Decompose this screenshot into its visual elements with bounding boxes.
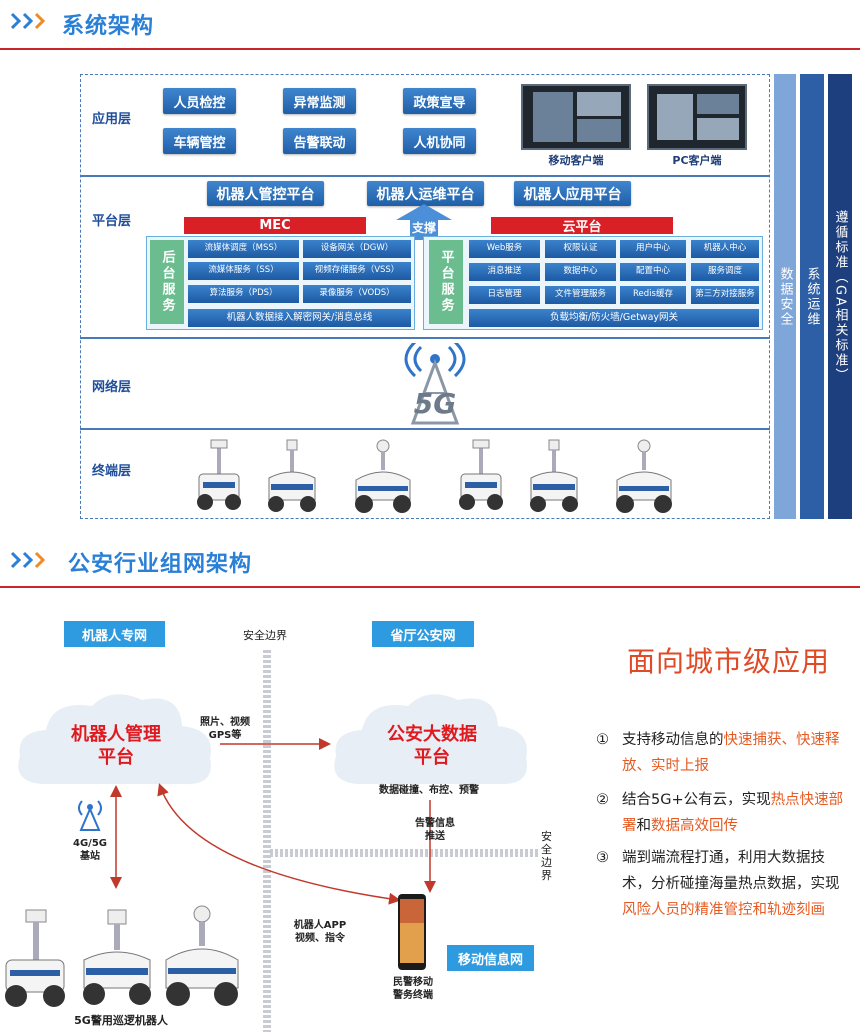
side-column-security: 数据安全 <box>774 74 796 519</box>
feature-item-2: ② 结合5G+公有云，实现热点快速部署和数据高效回传 <box>596 792 844 834</box>
service-thirdparty[interactable]: 第三方对接服务 <box>691 286 759 304</box>
police-data-cloud-text: 公安大数据平台 <box>387 724 477 768</box>
platform-control[interactable]: 机器人管控平台 <box>207 181 324 206</box>
robot-icon <box>197 439 241 510</box>
app-button-vehicle[interactable]: 车辆管控 <box>163 128 236 154</box>
service-web[interactable]: Web服务 <box>469 240 540 258</box>
phone-label: 民警移动 警务终端 <box>393 977 433 1001</box>
app-button-person[interactable]: 人员检控 <box>163 88 236 114</box>
service-redis[interactable]: Redis缓存 <box>620 286 686 304</box>
mobile-client-screenshot <box>521 84 631 150</box>
layer-separator <box>80 337 770 339</box>
cloud-icon <box>18 694 211 785</box>
feature-item-1: ① 支持移动信息的快速捕获、快速释放、实时上报 <box>596 732 840 774</box>
service-vss[interactable]: 视频存储服务（VSS） <box>303 262 411 280</box>
layer-label-platform: 平台层 <box>92 214 132 229</box>
robot-icon <box>83 909 151 1005</box>
service-mss[interactable]: 流媒体调度（MSS） <box>188 240 299 258</box>
pc-client-screenshot <box>647 84 747 150</box>
service-auth[interactable]: 权限认证 <box>545 240 616 258</box>
service-config[interactable]: 配置中心 <box>620 263 686 281</box>
robots-caption: 5G警用巡逻机器人 <box>74 1014 168 1027</box>
service-ss[interactable]: 流媒体服务（SS） <box>188 262 299 280</box>
app-label: 机器人APP 视频、指令 <box>293 920 347 944</box>
layer-separator <box>80 175 770 177</box>
service-user[interactable]: 用户中心 <box>620 240 686 258</box>
robot-icon <box>5 909 65 1007</box>
border-label-top: 安全边界 <box>243 629 287 642</box>
base-station-label: 4G/5G 基站 <box>73 838 107 862</box>
service-pds[interactable]: 算法服务（PDS） <box>188 285 299 303</box>
cloud-icon <box>334 694 527 785</box>
tag-robot-net: 机器人专网 <box>64 621 165 647</box>
service-file[interactable]: 文件管理服务 <box>545 286 616 304</box>
backend-bus[interactable]: 机器人数据接入解密网关/消息总线 <box>188 309 411 327</box>
robot-icon <box>459 439 503 510</box>
divider <box>0 48 860 50</box>
architecture-frame <box>80 74 770 519</box>
chevron-icon <box>10 551 50 569</box>
app-button-anomaly[interactable]: 异常监测 <box>283 88 356 114</box>
robot-icon <box>616 439 672 513</box>
app-button-alarm[interactable]: 告警联动 <box>283 128 356 154</box>
phone-icon <box>398 894 426 970</box>
robot-icon <box>530 439 578 512</box>
mobile-client-caption: 移动客户端 <box>548 154 604 167</box>
flow-arrows <box>110 738 436 905</box>
divider <box>0 586 860 588</box>
layer-label-app: 应用层 <box>92 112 132 127</box>
app-button-policy[interactable]: 政策宣导 <box>403 88 476 114</box>
support-arrow-icon <box>396 204 452 240</box>
robot-platform-cloud-text: 机器人管理平台 <box>71 724 161 768</box>
platform-bus[interactable]: 负载均衡/防火墙/Getway网关 <box>469 309 759 327</box>
cloud-platform-bar: 云平台 <box>491 217 673 235</box>
pc-client-caption: PC客户端 <box>672 154 722 167</box>
data-ops-label: 数据碰撞、布控、预警 <box>379 785 479 796</box>
layer-label-terminal: 终端层 <box>92 464 132 479</box>
tag-mobile-net: 移动信息网 <box>447 945 534 971</box>
app-button-cooperate[interactable]: 人机协同 <box>403 128 476 154</box>
service-push[interactable]: 消息推送 <box>469 263 540 281</box>
service-data[interactable]: 数据中心 <box>545 263 616 281</box>
headline: 面向城市级应用 <box>627 645 831 678</box>
service-robot[interactable]: 机器人中心 <box>691 240 759 258</box>
security-border-horizontal <box>270 849 540 857</box>
mec-bar: MEC <box>184 217 366 234</box>
backend-label: 后台服务 <box>150 240 184 324</box>
side-column-standard: 遵循标准（GA相关标准） <box>828 74 852 519</box>
support-label: 支撑 <box>411 221 436 235</box>
feature-item-3: ③ 端到端流程打通，利用大数据技术，分析碰撞海量热点数据，实现风险人员的精准管控… <box>596 850 840 918</box>
chevron-icon <box>10 12 50 30</box>
border-label-right: 安全边界 <box>541 830 552 882</box>
side-column-ops: 系统运维 <box>800 74 824 519</box>
robot-icon <box>268 439 316 512</box>
section-title-architecture: 系统架构 <box>62 14 155 39</box>
service-log[interactable]: 日志管理 <box>469 286 540 304</box>
base-station-icon <box>78 800 102 831</box>
platform-ops[interactable]: 机器人运维平台 <box>367 181 484 206</box>
robot-icon <box>355 439 411 513</box>
service-schedule[interactable]: 服务调度 <box>691 263 759 281</box>
5g-label: 5G <box>413 387 457 420</box>
robot-icon <box>165 905 239 1006</box>
platform-app[interactable]: 机器人应用平台 <box>514 181 631 206</box>
arrow-label-photo: 照片、视频 GPS等 <box>200 717 250 741</box>
platform-service-label: 平台服务 <box>429 240 463 324</box>
alarm-label: 告警信息 推送 <box>415 818 455 842</box>
service-vods[interactable]: 录像服务（VODS） <box>303 285 411 303</box>
section-title-network: 公安行业组网架构 <box>68 552 253 577</box>
layer-label-network: 网络层 <box>92 380 132 395</box>
layer-separator <box>80 428 770 430</box>
service-dgw[interactable]: 设备网关（DGW） <box>303 240 411 258</box>
5g-tower-icon <box>404 343 466 425</box>
tag-province-net: 省厅公安网 <box>372 621 474 647</box>
